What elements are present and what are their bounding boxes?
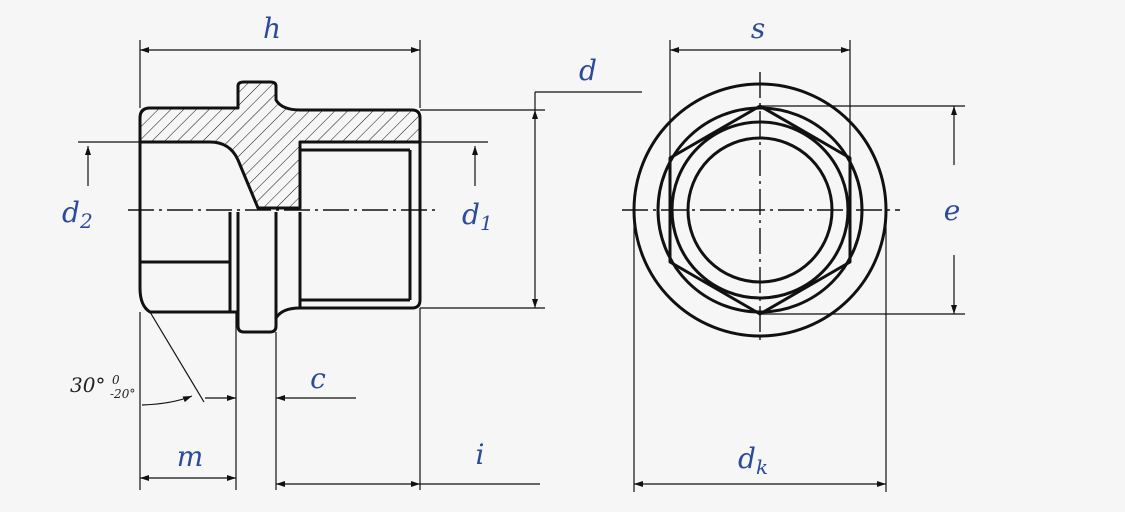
i-label: i [476,438,485,471]
body-outline [138,142,422,334]
end-view: s e dk [622,12,965,492]
d1-label: d1 [462,198,493,235]
angle-arc [141,395,193,406]
dk-label: dk [738,442,768,479]
angle-leader [149,311,205,403]
c-label: c [310,362,326,395]
d-label: d [579,54,597,87]
side-view: h d d1 d2 c m i 30° [62,12,642,490]
section-hatch [138,80,422,210]
m-label: m [177,440,204,473]
angle-lower: -20° [110,387,135,401]
angle-upper: 0 [112,373,120,387]
s-label: s [751,12,765,45]
e-label: e [944,194,961,227]
d2-label: d2 [62,196,93,233]
h-label: h [263,12,281,45]
angle-label: 30° [70,373,105,397]
